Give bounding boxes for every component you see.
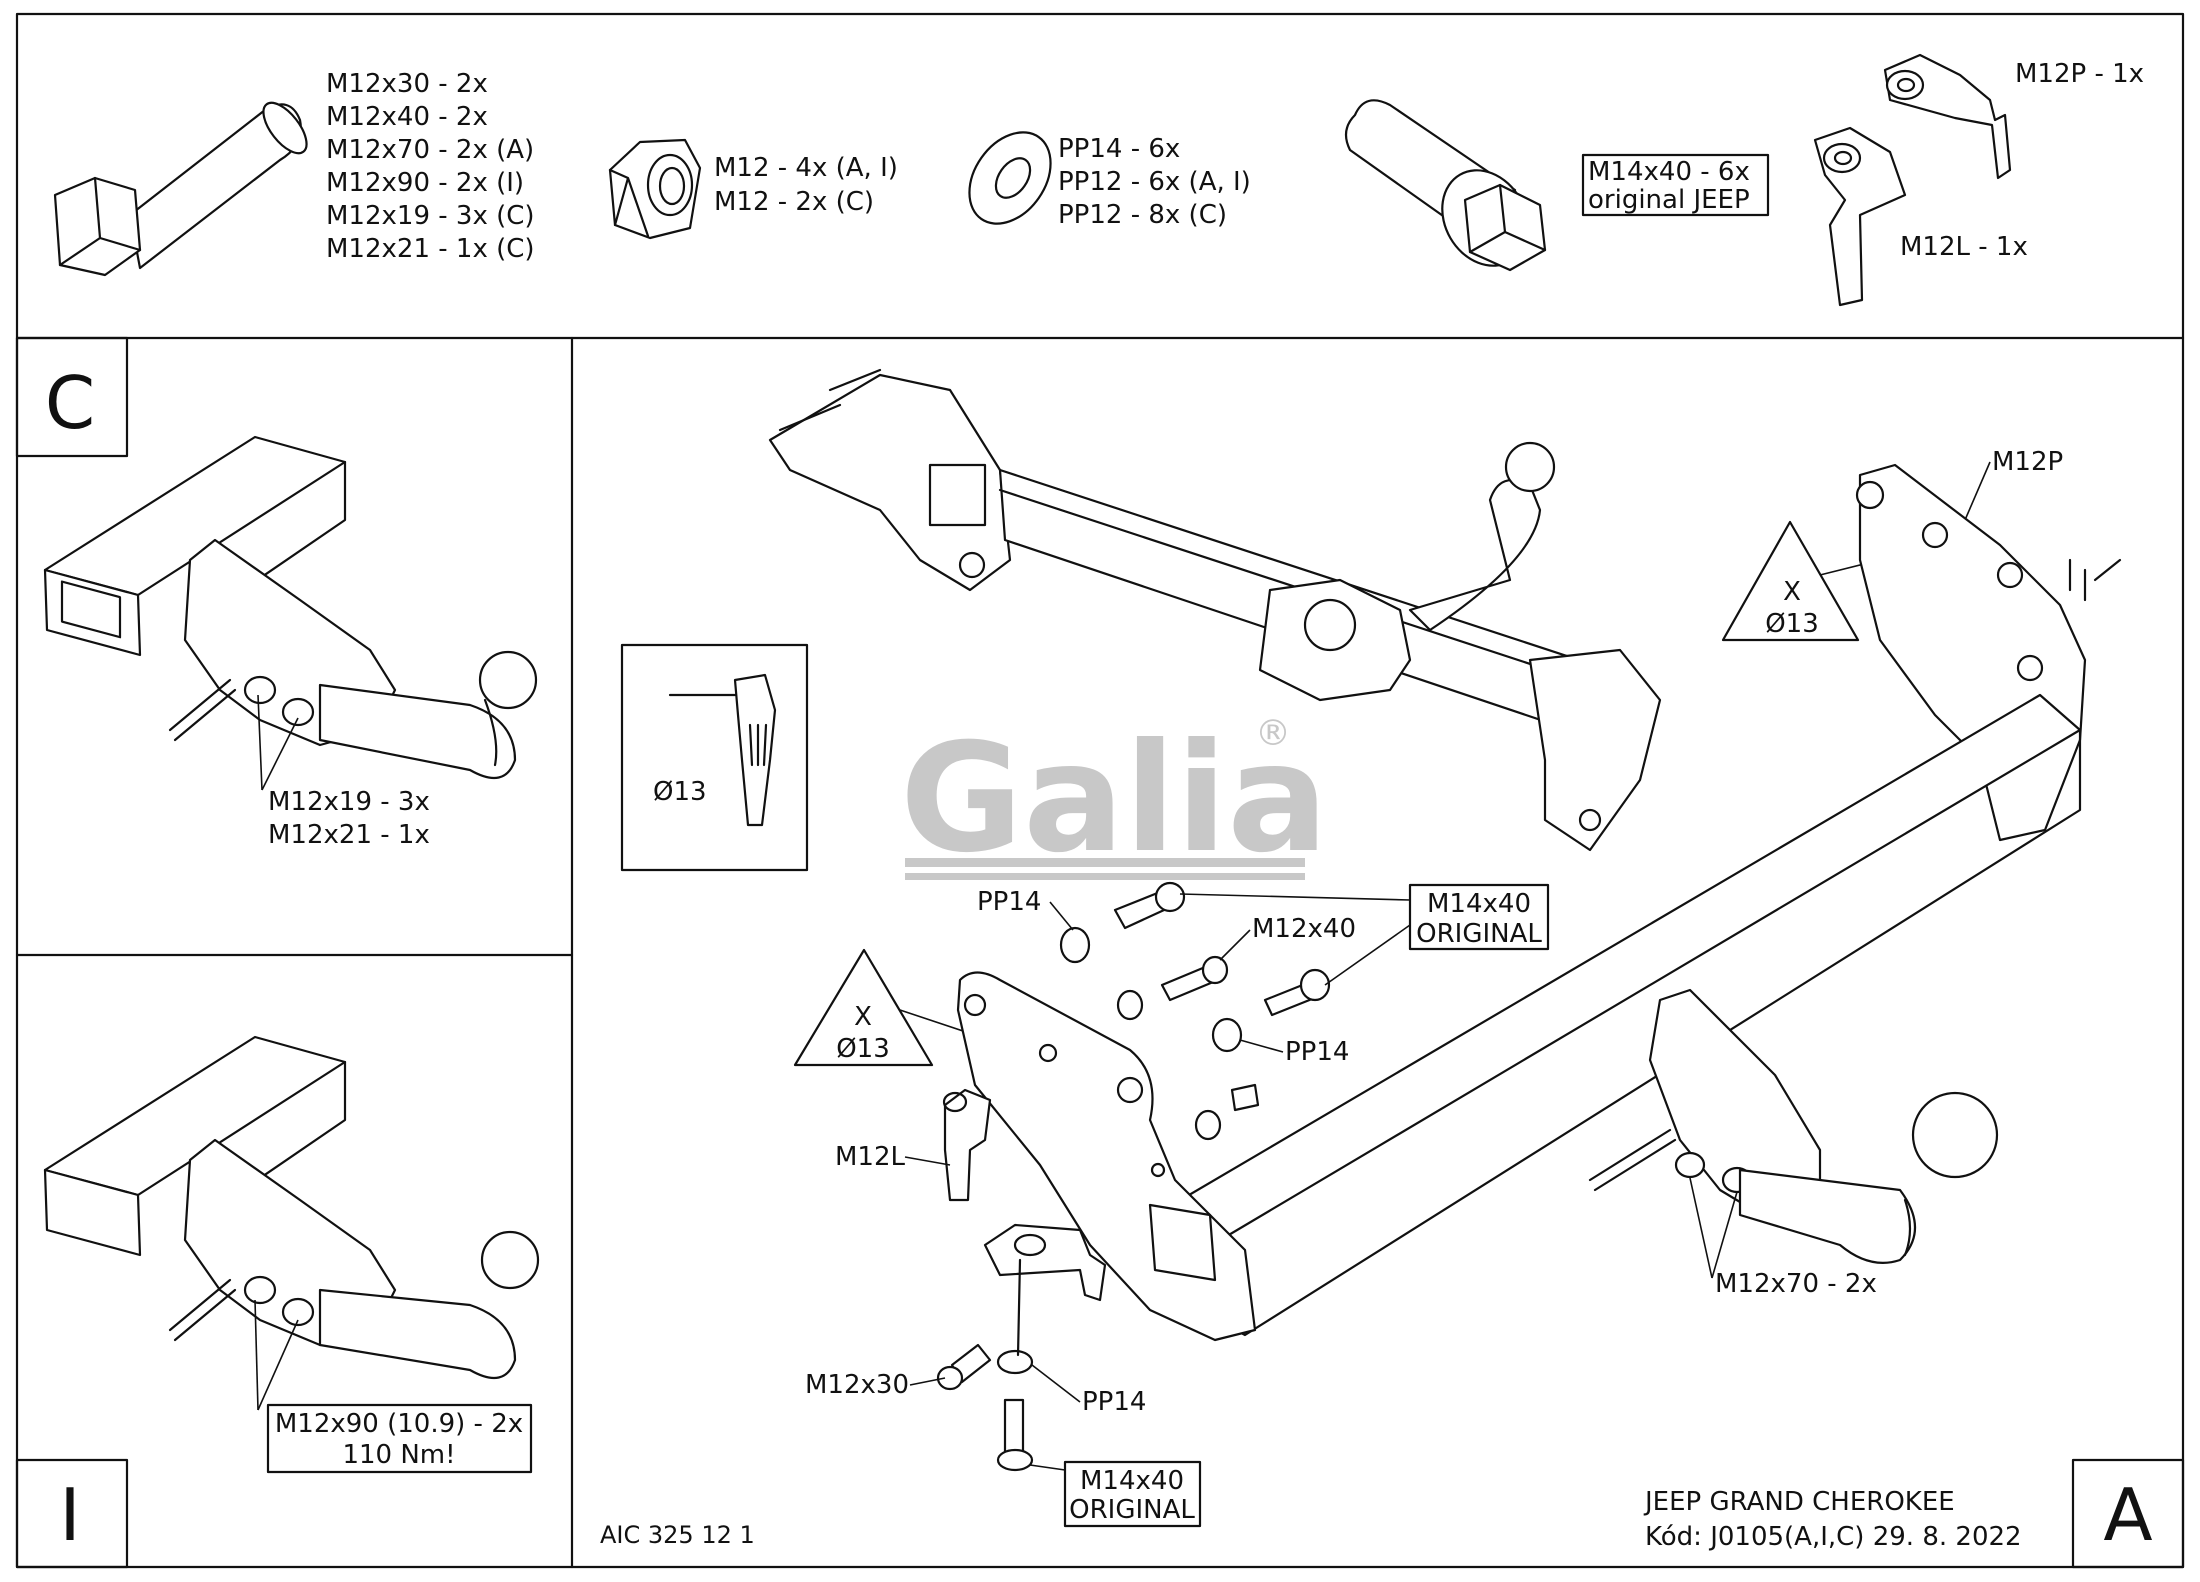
m14x40-original-bottom-box — [1063, 1460, 1202, 1528]
label-m12p: M12P — [1992, 447, 2063, 477]
bolt-list-line-4: M12x90 - 2x (I) — [326, 168, 524, 198]
label-m12x70: M12x70 - 2x — [1715, 1269, 1877, 1299]
drill-icon — [668, 673, 777, 827]
panel-a-letter-box — [2071, 1458, 2185, 1569]
warning-right-x: X — [1783, 577, 1801, 607]
washer-icon — [968, 131, 1052, 225]
nut-list-line-2: M12 - 2x (C) — [714, 187, 874, 217]
parts-list: M12x30 - 2x M12x40 - 2x M12x70 - 2x (A) … — [53, 53, 2144, 307]
m14x40-original-top-box — [1408, 883, 1550, 951]
m12l-plate-icon — [1813, 126, 1907, 307]
galia-logo-text: Galia — [900, 712, 1328, 886]
label-original-top: ORIGINAL — [1416, 919, 1542, 949]
label-original-bottom: ORIGINAL — [1069, 1495, 1195, 1525]
warning-left-x: X — [854, 1002, 872, 1032]
drill-instruction-box — [620, 643, 809, 872]
footer-kod: Kód: J0105(A,I,C) 29. 8. 2022 — [1645, 1522, 2022, 1552]
panel-c-letter-box — [15, 336, 129, 458]
label-pp14-mid: PP14 — [1285, 1037, 1349, 1067]
m12p-list-label: M12P - 1x — [2015, 59, 2144, 89]
washer-list-line-1: PP14 - 6x — [1058, 134, 1180, 164]
galia-registered-mark: ® — [1255, 713, 1291, 754]
towbar-variant-i-drawing — [43, 1035, 540, 1380]
washer-list-line-2: PP12 - 6x (A, I) — [1058, 167, 1251, 197]
label-pp14-top: PP14 — [977, 887, 1041, 917]
panel-a: A Galia ® Ø13 X Ø13 X Ø13 — [620, 368, 2185, 1569]
bolt-list-line-6: M12x21 - 1x (C) — [326, 234, 535, 264]
towbar-exploded-view — [942, 463, 2122, 1342]
flange-bolt-list-line-1: M14x40 - 6x — [1588, 157, 1750, 187]
label-m14x40-bottom: M14x40 — [1080, 1466, 1184, 1496]
drawing-frame — [15, 12, 2185, 1569]
hex-bolt-icon — [53, 101, 308, 277]
panel-i-letter: I — [59, 1473, 80, 1557]
hex-nut-icon — [608, 138, 702, 240]
bolt-list-line-1: M12x30 - 2x — [326, 69, 488, 99]
bolt-list-line-3: M12x70 - 2x (A) — [326, 135, 534, 165]
label-m12l: M12L — [835, 1142, 906, 1172]
panel-i-callout-line-2: 110 Nm! — [342, 1440, 455, 1470]
galia-logo: Galia ® — [900, 712, 1328, 886]
installed-towbar-view — [768, 368, 1662, 852]
panel-c-callout-line-2: M12x21 - 1x — [268, 820, 430, 850]
exploded-fasteners — [936, 881, 1331, 1472]
bolt-list-line-2: M12x40 - 2x — [326, 102, 488, 132]
warning-triangle-left-icon — [793, 948, 934, 1067]
drill-diameter-label: Ø13 — [653, 777, 707, 807]
panel-i-letter-box — [15, 1458, 129, 1569]
warning-right-diameter: Ø13 — [1765, 609, 1819, 639]
panel-i: I M12x90 (10.9) - 2x 110 Nm! — [15, 1035, 540, 1569]
flange-bolt-label-box — [1581, 153, 1770, 217]
label-m12x30: M12x30 — [805, 1370, 909, 1400]
flange-bolt-list-line-2: original JEEP — [1588, 185, 1750, 215]
towbar-variant-c-drawing — [43, 435, 538, 780]
label-pp14-bottom: PP14 — [1082, 1387, 1146, 1417]
nut-list-line-1: M12 - 4x (A, I) — [714, 153, 898, 183]
m12l-list-label: M12L - 1x — [1900, 232, 2028, 262]
panel-a-letter: A — [2103, 1473, 2152, 1557]
footer-drawing-code: AIC 325 12 1 — [600, 1521, 755, 1549]
m12p-plate-icon — [1883, 53, 2012, 180]
panel-c-letter: C — [45, 361, 95, 445]
footer-vehicle-name: JEEP GRAND CHEROKEE — [1643, 1487, 1955, 1517]
warning-triangle-right-icon — [1721, 520, 1860, 642]
bolt-list-line-5: M12x19 - 3x (C) — [326, 201, 535, 231]
washer-list-line-3: PP12 - 8x (C) — [1058, 200, 1227, 230]
panel-i-callout-box — [266, 1403, 533, 1474]
panel-c: C M12x19 - 3x M12x21 - 1x — [15, 336, 538, 850]
panel-i-callout-line-1: M12x90 (10.9) - 2x — [275, 1409, 523, 1439]
label-m12x40: M12x40 — [1252, 914, 1356, 944]
warning-left-diameter: Ø13 — [836, 1034, 890, 1064]
label-m14x40-top: M14x40 — [1427, 889, 1531, 919]
flange-bolt-icon — [1344, 99, 1547, 272]
panel-c-callout-line-1: M12x19 - 3x — [268, 787, 430, 817]
